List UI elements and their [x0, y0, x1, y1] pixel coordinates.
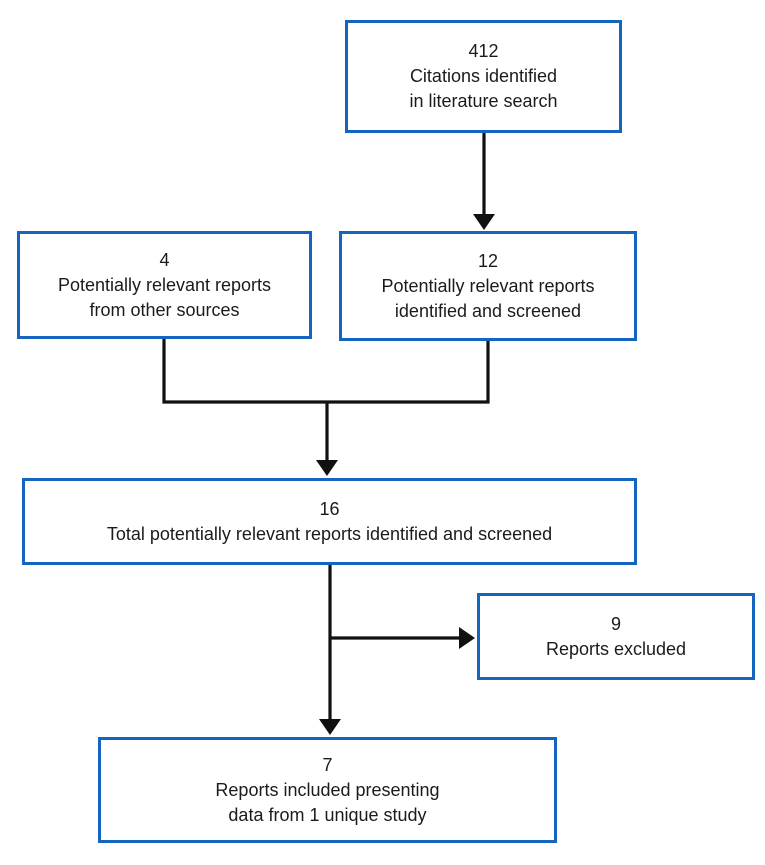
box-total-screened: 16 Total potentially relevant reports id…	[22, 478, 637, 565]
box-count: 412	[468, 41, 499, 61]
arrowhead-down-total	[316, 460, 338, 476]
box-included: 7 Reports included presenting data from …	[98, 737, 557, 843]
arrowhead-down-included	[319, 719, 341, 735]
box-label: Reports included presenting data from 1 …	[215, 779, 440, 825]
box-label: Potentially relevant reports from other …	[57, 274, 272, 320]
box-label: Reports excluded	[545, 638, 687, 659]
box-label: Potentially relevant reports identified …	[381, 275, 595, 321]
box-citations: 412 Citations identified in literature s…	[345, 20, 622, 133]
box-label: Citations identified in literature searc…	[409, 66, 558, 111]
box-screened: 12 Potentially relevant reports identifi…	[339, 231, 637, 341]
box-count: 4	[159, 249, 170, 270]
box-other-sources: 4 Potentially relevant reports from othe…	[17, 231, 312, 339]
arrowhead-down-screened	[473, 214, 495, 230]
box-count: 12	[477, 250, 499, 271]
connector-merge	[162, 338, 490, 404]
box-count: 9	[610, 613, 621, 634]
arrowhead-right-excluded	[459, 627, 475, 649]
box-label: Total potentially relevant reports ident…	[106, 523, 553, 544]
box-excluded: 9 Reports excluded	[477, 593, 755, 680]
box-count: 16	[319, 498, 340, 519]
box-count: 7	[322, 754, 333, 775]
